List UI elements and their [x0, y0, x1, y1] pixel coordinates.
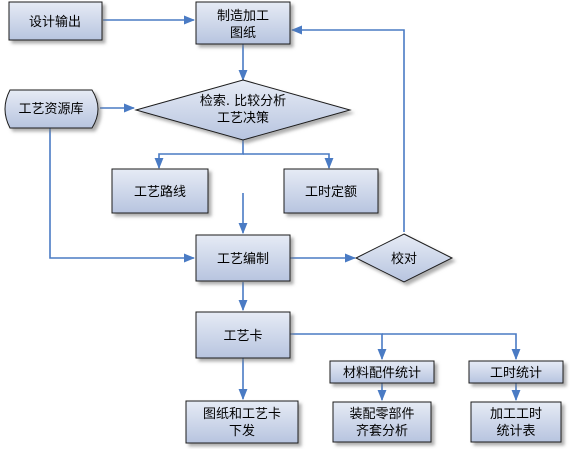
arrow-db-to-compile — [49, 128, 196, 263]
arrow-card-to-hours — [382, 333, 521, 361]
node-time-quota — [283, 168, 379, 214]
node-design-output-label: 设计输出 — [29, 14, 81, 30]
arrow-decision-to-time — [243, 153, 334, 170]
node-decision — [134, 79, 352, 141]
connectors — [49, 15, 521, 402]
node-design-output — [8, 1, 103, 41]
arrow-check-to-drawing — [290, 25, 405, 232]
node-time-quota-label: 工时定额 — [305, 185, 357, 200]
node-hour-table-label-2: 统计表 — [496, 424, 535, 439]
node-route — [111, 168, 209, 214]
node-compile-label: 工艺编制 — [217, 252, 269, 267]
node-card — [195, 311, 291, 359]
node-material-stats — [329, 360, 435, 384]
node-release-label-2: 下发 — [229, 423, 255, 439]
node-route-label: 工艺路线 — [134, 184, 186, 200]
node-drawing-label-1: 制造加工 — [217, 9, 269, 24]
node-process-db — [4, 89, 99, 129]
arrow-decision-split — [154, 140, 244, 170]
node-kit-analysis — [332, 401, 432, 443]
node-check — [354, 233, 454, 283]
node-kit-analysis-label-1: 装配零部件 — [349, 407, 414, 422]
node-drawing — [195, 1, 291, 45]
arrow-card-to-material — [290, 333, 387, 361]
node-process-db-label: 工艺资源库 — [18, 101, 83, 117]
node-drawing-label-2: 图纸 — [230, 26, 256, 41]
node-material-stats-label: 材料配件统计 — [343, 366, 421, 381]
node-decision-label-2: 工艺决策 — [217, 110, 269, 126]
node-hour-table — [470, 401, 562, 443]
node-compile — [195, 234, 291, 282]
node-hour-stats — [468, 360, 564, 384]
node-kit-analysis-label-2: 齐套分析 — [356, 423, 408, 439]
node-hour-stats-label: 工时统计 — [490, 366, 542, 381]
node-hour-table-label-1: 加工工时 — [490, 407, 542, 422]
node-release-label-1: 图纸和工艺卡 — [203, 407, 281, 422]
node-decision-label-1: 检索. 比较分析 — [200, 94, 286, 109]
node-card-label: 工艺卡 — [223, 329, 262, 344]
node-release — [185, 400, 299, 444]
node-check-label: 校对 — [391, 251, 417, 267]
